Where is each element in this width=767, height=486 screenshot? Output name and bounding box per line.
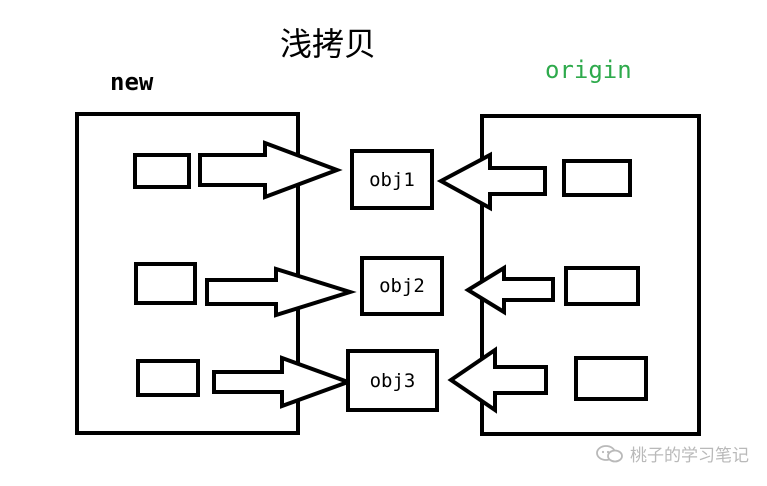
new-reference-2 <box>134 262 197 305</box>
watermark-text: 桃子的学习笔记 <box>630 446 749 466</box>
watermark: 桃子的学习笔记 <box>596 441 749 466</box>
origin-reference-1 <box>562 159 632 197</box>
arrow-origin-to-obj3 <box>447 346 548 414</box>
object-obj3: obj3 <box>346 349 439 412</box>
chat-bubble-icon <box>596 444 624 464</box>
origin-label: origin <box>545 56 632 84</box>
new-reference-3 <box>136 359 200 397</box>
arrow-new-to-obj1 <box>198 140 343 200</box>
new-container <box>75 112 300 435</box>
object-obj1: obj1 <box>350 149 434 210</box>
arrow-origin-to-obj1 <box>436 151 547 212</box>
origin-reference-2 <box>564 266 640 306</box>
origin-container <box>480 114 701 436</box>
diagram-title: 浅拷贝 <box>280 25 377 63</box>
new-reference-1 <box>133 153 191 189</box>
object-obj2: obj2 <box>360 256 444 316</box>
arrow-new-to-obj2 <box>205 266 357 318</box>
origin-reference-3 <box>574 356 648 401</box>
new-label: new <box>110 68 154 96</box>
arrow-origin-to-obj2 <box>464 264 555 316</box>
arrow-new-to-obj3 <box>212 355 354 409</box>
